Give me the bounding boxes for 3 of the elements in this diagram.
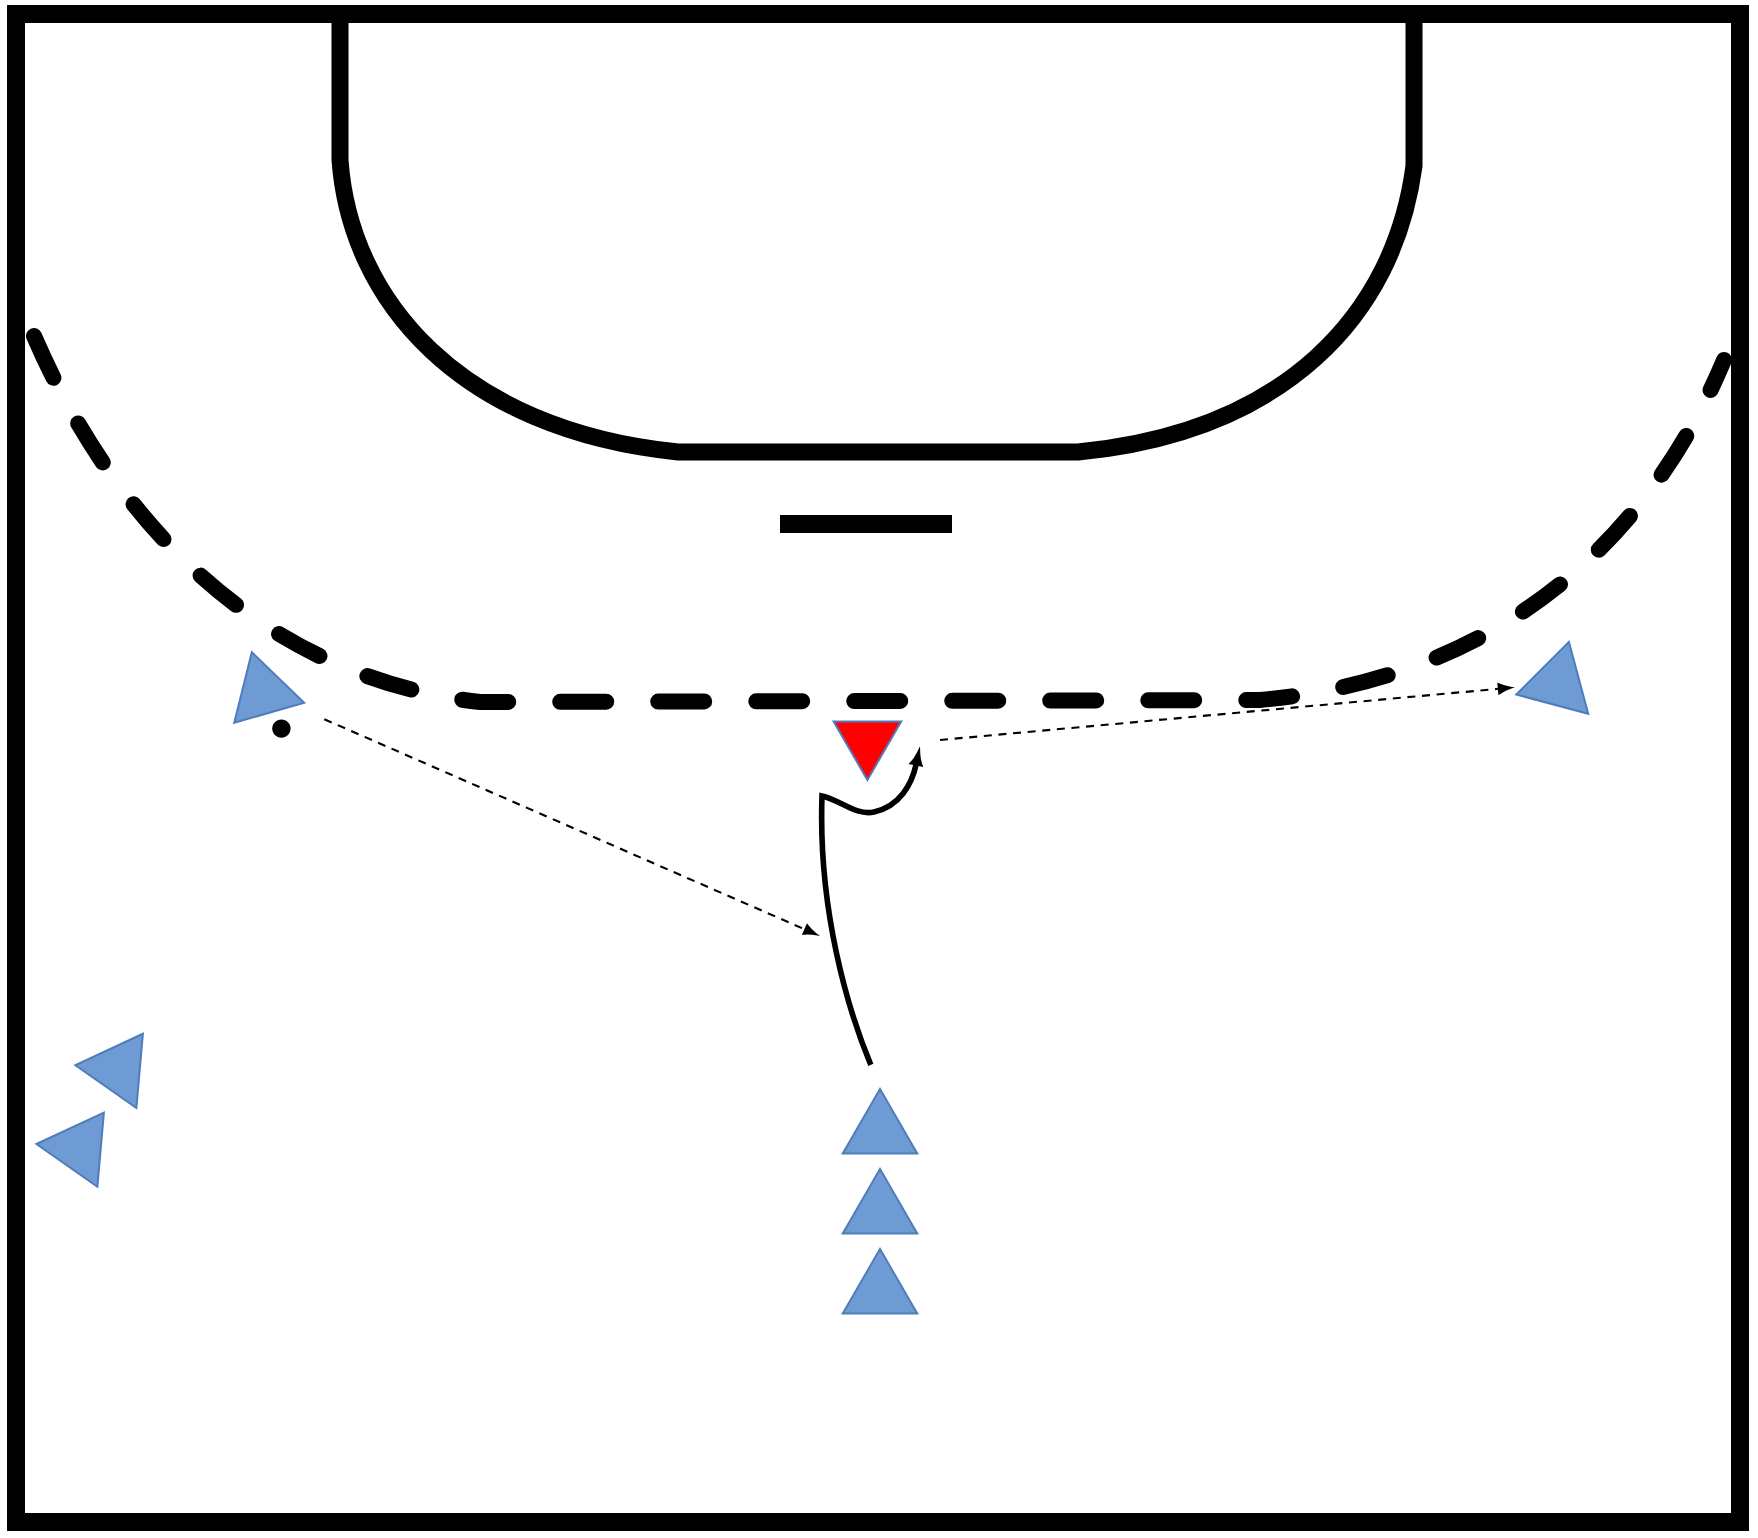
dashed-arrow xyxy=(323,718,818,936)
curved-arrow xyxy=(818,752,923,1066)
dashed-arrow xyxy=(939,683,1512,742)
